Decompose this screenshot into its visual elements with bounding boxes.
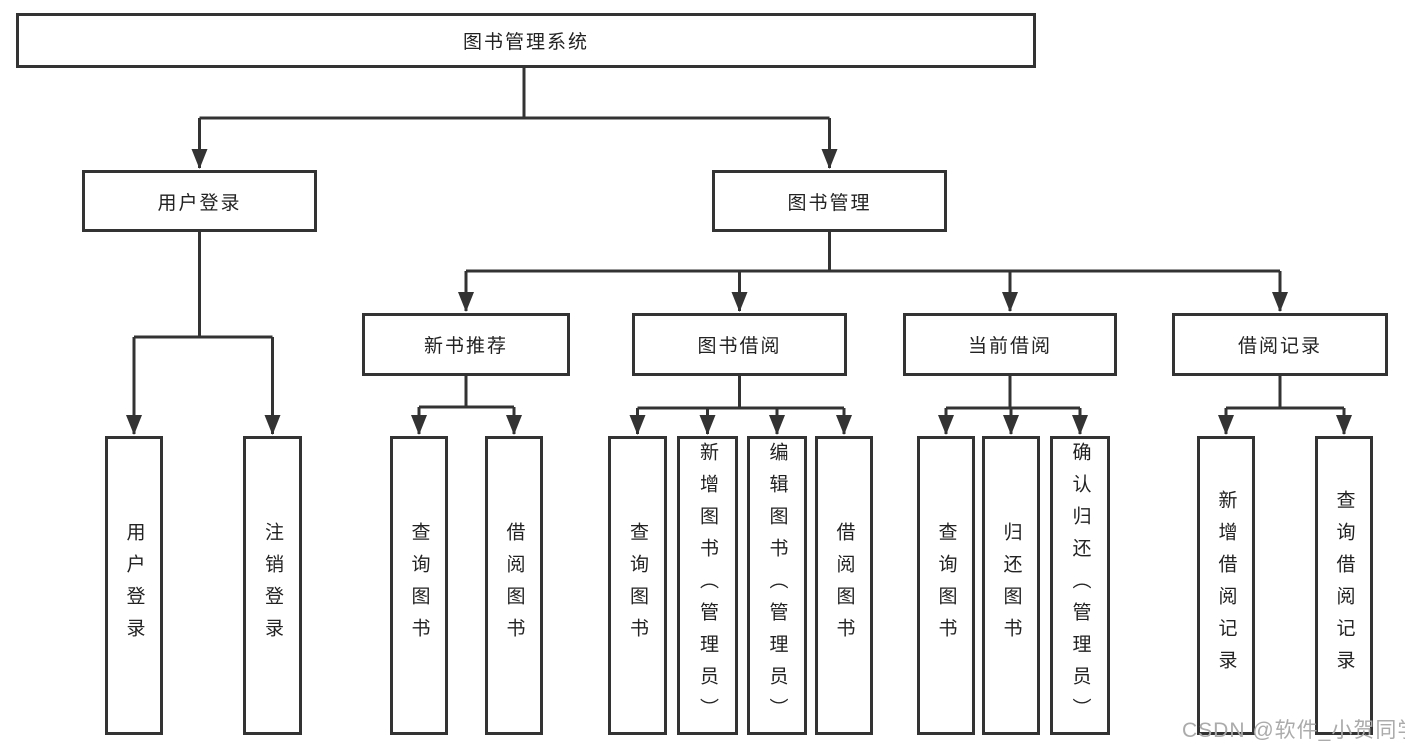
node-leaf-return-book-label: 归还图书 [1000,521,1022,650]
node-leaf-query-book-2-label: 查询图书 [627,521,648,650]
node-borrow-record: 借阅记录 [1172,313,1388,376]
node-leaf-borrow-book-2: 借阅图书 [815,436,873,735]
node-leaf-return-book: 归还图书 [982,436,1040,735]
node-leaf-edit-book-admin-label: 编辑图书（管理员） [766,441,788,730]
node-book-borrow: 图书借阅 [632,313,847,376]
node-leaf-borrow-book-1: 借阅图书 [485,436,543,735]
node-leaf-query-borrow-record: 查询借阅记录 [1315,436,1373,735]
node-user-login: 用户登录 [82,170,317,232]
node-root: 图书管理系统 [16,13,1036,68]
node-leaf-query-borrow-record-label: 查询借阅记录 [1333,489,1355,682]
node-book-management: 图书管理 [712,170,947,232]
node-leaf-logout: 注销登录 [243,436,302,735]
node-leaf-query-book-1: 查询图书 [390,436,448,735]
node-leaf-user-login: 用户登录 [105,436,163,735]
node-leaf-query-book-2: 查询图书 [608,436,667,735]
arrowheads [126,118,1352,435]
node-leaf-logout-label: 注销登录 [262,521,283,650]
node-current-borrow: 当前借阅 [903,313,1117,376]
node-leaf-user-login-label: 用户登录 [123,521,145,650]
node-leaf-query-book-1-label: 查询图书 [408,521,430,650]
node-leaf-add-book-admin-label: 新增图书（管理员） [697,441,718,730]
node-leaf-confirm-return-admin: 确认归还（管理员） [1050,436,1110,735]
node-new-book-recommend: 新书推荐 [362,313,570,376]
node-leaf-borrow-book-1-label: 借阅图书 [503,521,525,650]
node-leaf-add-book-admin: 新增图书（管理员） [677,436,738,735]
node-leaf-query-book-3-label: 查询图书 [935,521,957,650]
node-leaf-edit-book-admin: 编辑图书（管理员） [747,436,807,735]
node-leaf-borrow-book-2-label: 借阅图书 [833,521,855,650]
node-leaf-query-book-3: 查询图书 [917,436,975,735]
connector-trunks [134,68,1344,410]
node-leaf-add-borrow-record: 新增借阅记录 [1197,436,1255,735]
node-leaf-confirm-return-admin-label: 确认归还（管理员） [1069,441,1091,730]
node-leaf-add-borrow-record-label: 新增借阅记录 [1215,489,1237,682]
